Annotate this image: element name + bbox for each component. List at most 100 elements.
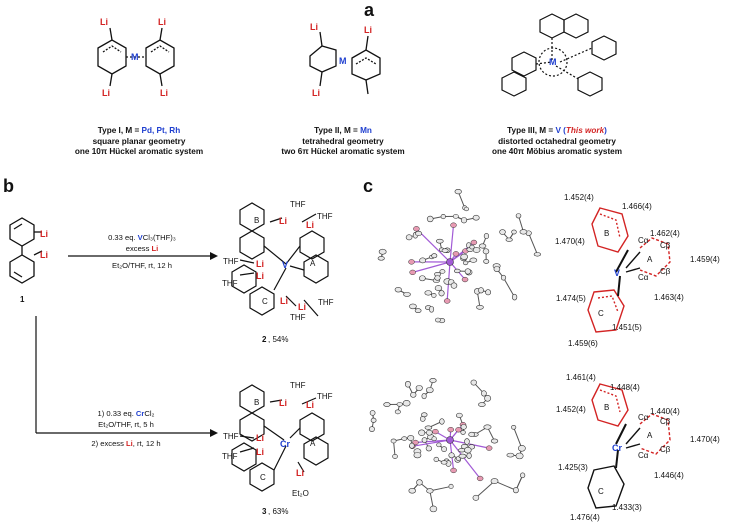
ortep-li-atom — [476, 475, 484, 482]
ortep-carbon-atom — [377, 256, 385, 261]
ortep-carbon-atom — [438, 290, 445, 297]
ortep-carbon-atom — [505, 237, 513, 242]
ortep-carbon-atom — [433, 456, 439, 462]
product2-yield: , 54% — [268, 335, 288, 344]
reaction1-conditions-bottom: Et₂O/THF, rt, 12 h — [112, 261, 172, 270]
product2-li-2: Li — [306, 220, 314, 230]
ortep-carbon-atom — [424, 425, 433, 430]
ortep-carbon-atom — [519, 229, 528, 235]
type3-caption: Type III, M = V (This work) distorted oc… — [491, 126, 623, 156]
ortep-carbon-atom — [435, 317, 441, 323]
product3-li-2: Li — [306, 400, 314, 410]
ortep-carbon-atom — [481, 390, 487, 397]
ortep-carbon-atom — [404, 380, 411, 388]
ortep-carbon-atom — [478, 243, 487, 249]
ortep-carbon-atom — [425, 445, 432, 452]
ortep-v-structure — [377, 188, 541, 324]
ortep-metal-bond — [449, 225, 455, 263]
type3-metal: M — [549, 57, 557, 67]
cr-bond-6: 1.425(3) — [558, 463, 588, 472]
ortep-carbon-atom — [450, 282, 458, 289]
cr-diagram-ring-c: C — [598, 487, 604, 496]
ortep-carbon-atom — [440, 213, 446, 220]
product2-li-1: Li — [279, 216, 287, 226]
ortep-carbon-atom — [383, 402, 391, 407]
ortep-carbon-atom — [441, 248, 449, 253]
v-diagram-calpha-2: Cα — [638, 273, 649, 282]
cr-bond-9: 1.433(3) — [612, 503, 642, 512]
ortep-metal-bond — [449, 439, 490, 449]
ortep-carbon-atom — [424, 290, 432, 296]
product3-ring-b: B — [254, 398, 259, 407]
cr-bond-2: 1.448(4) — [610, 383, 640, 392]
ortep-carbon-atom — [464, 446, 472, 454]
ortep-carbon-atom — [421, 412, 428, 418]
product2-thf-2: THF — [317, 212, 333, 221]
ortep-carbon-atom — [454, 188, 462, 195]
ortep-carbon-atom — [368, 426, 375, 432]
cr-bond-1: 1.461(4) — [566, 373, 596, 382]
ortep-carbon-atom — [378, 248, 387, 255]
ortep-carbon-atom — [470, 379, 477, 386]
ortep-li-atom — [408, 259, 415, 265]
ortep-carbon-atom — [460, 430, 466, 435]
ortep-metal-atom — [446, 258, 454, 266]
ortep-carbon-atom — [448, 483, 454, 489]
v-diagram-ring-a: A — [647, 255, 653, 264]
ortep-carbon-atom — [533, 252, 541, 257]
type3-structure — [501, 13, 617, 97]
type2-li-bottom-left: Li — [312, 88, 320, 98]
v-bond-9: 1.451(5) — [612, 323, 642, 332]
product3-yield: , 63% — [268, 507, 288, 516]
product2-li-3: Li — [256, 259, 264, 269]
ortep-li-atom — [470, 239, 478, 246]
ortep-li-atom — [447, 426, 454, 433]
ortep-carbon-atom — [462, 260, 469, 266]
product2-thf-6: THF — [318, 298, 334, 307]
ortep-carbon-atom — [421, 437, 428, 443]
ortep-carbon-atom — [490, 438, 499, 444]
reaction-arrows — [35, 252, 218, 437]
ortep-carbon-atom — [506, 452, 515, 458]
cr-bond-3: 1.452(4) — [556, 405, 586, 414]
ortep-li-atom — [485, 445, 493, 451]
ortep-carbon-atom — [396, 402, 403, 407]
ortep-carbon-atom — [517, 445, 526, 452]
v-bond-diagram — [587, 207, 671, 333]
cr-diagram-ring-a: A — [647, 431, 653, 440]
product3-ring-c: C — [260, 473, 266, 482]
ortep-carbon-atom — [436, 442, 442, 448]
ortep-carbon-atom — [394, 409, 401, 415]
ortep-carbon-atom — [460, 217, 468, 224]
product3-li-5: Li — [296, 468, 304, 478]
ortep-carbon-atom — [421, 393, 427, 400]
ortep-carbon-atom — [439, 418, 445, 425]
ortep-carbon-atom — [469, 244, 475, 250]
ortep-bond — [503, 277, 516, 298]
ortep-carbon-atom — [415, 230, 422, 237]
ortep-carbon-atom — [439, 269, 446, 274]
ortep-bond — [528, 232, 538, 255]
product3-thf-1: THF — [290, 381, 306, 390]
ortep-carbon-atom — [425, 387, 434, 394]
ortep-carbon-atom — [493, 266, 501, 272]
panel-letter-a: a — [364, 0, 375, 20]
ortep-carbon-atom — [409, 442, 415, 449]
product2-li-6: Li — [298, 302, 306, 312]
reaction2-conditions-top: 1) 0.33 eq. CrCl₂ Et₂O/THF, rt, 5 h — [97, 409, 155, 429]
ortep-carbon-atom — [483, 233, 490, 240]
ortep-carbon-atom — [426, 215, 434, 223]
reaction1-conditions-top: 0.33 eq. VCl₃(THF)₃ excess Li — [108, 233, 176, 253]
ortep-carbon-atom — [511, 293, 518, 301]
v-diagram-cbeta-1: Cβ — [660, 241, 671, 250]
ortep-bond — [475, 480, 495, 499]
v-diagram-ring-c: C — [598, 309, 604, 318]
product3-li-3: Li — [256, 433, 264, 443]
ortep-carbon-atom — [431, 436, 437, 442]
ortep-carbon-atom — [513, 487, 519, 494]
cr-bond-5: 1.470(4) — [690, 435, 720, 444]
ortep-carbon-atom — [401, 436, 408, 441]
ortep-carbon-atom — [441, 446, 448, 452]
product2-ring-c: C — [262, 297, 268, 306]
cr-bond-8: 1.476(4) — [570, 513, 600, 522]
